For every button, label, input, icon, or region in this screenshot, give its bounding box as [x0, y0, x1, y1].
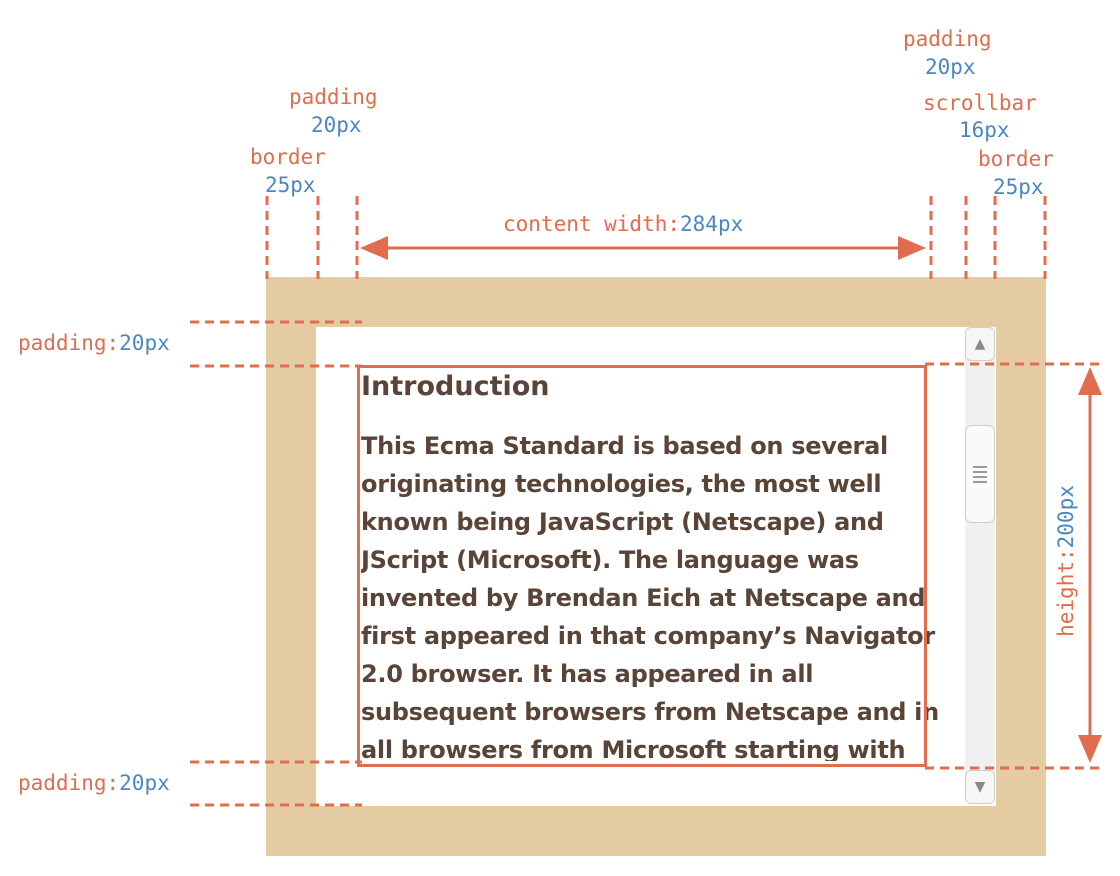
border-left-value: 25px [265, 173, 316, 197]
padding-top-label: padding:20px [18, 331, 170, 355]
padding-left-label: padding [289, 85, 378, 109]
element-padding-area [316, 327, 996, 806]
border-right-value: 25px [993, 175, 1044, 199]
padding-top-value: 20px [119, 331, 170, 355]
grip-line [973, 471, 987, 473]
padding-left-value: 20px [311, 113, 362, 137]
content-width-label: content width:284px [503, 212, 743, 236]
grip-line [973, 466, 987, 468]
content-paragraph: This Ecma Standard is based on several o… [361, 432, 939, 761]
padding-bottom-value: 20px [119, 771, 170, 795]
height-name: height: [1054, 548, 1078, 637]
content-width-name: content width: [503, 212, 681, 236]
grip-line [973, 476, 987, 478]
scroll-content: Introduction This Ecma Standard is based… [361, 367, 971, 761]
arrow-head-up [1078, 367, 1102, 395]
scroll-up-arrow-icon[interactable]: ▲ [965, 327, 995, 361]
scrollbar-label: scrollbar [923, 91, 1037, 115]
height-label: height:200px [1054, 471, 1078, 651]
height-value: 200px [1054, 485, 1078, 549]
padding-top-name: padding: [18, 331, 120, 355]
scrollbar-value: 16px [959, 118, 1010, 142]
padding-right-label: padding [903, 27, 992, 51]
scrollbar-thumb[interactable] [965, 425, 995, 523]
arrow-head-left [360, 236, 388, 260]
arrow-head-right [898, 236, 926, 260]
grip-line [973, 481, 987, 483]
scrollbar[interactable]: ▲ ▼ [965, 327, 995, 804]
border-left-label: border [250, 145, 326, 169]
padding-bottom-label: padding:20px [18, 771, 170, 795]
padding-bottom-name: padding: [18, 771, 120, 795]
border-right-label: border [978, 147, 1054, 171]
content-heading: Introduction [361, 371, 550, 402]
arrow-head-down [1078, 735, 1102, 763]
scroll-down-arrow-icon[interactable]: ▼ [965, 770, 995, 804]
padding-right-value: 20px [925, 55, 976, 79]
content-width-value: 284px [680, 212, 744, 236]
content-box-outline [357, 365, 927, 767]
